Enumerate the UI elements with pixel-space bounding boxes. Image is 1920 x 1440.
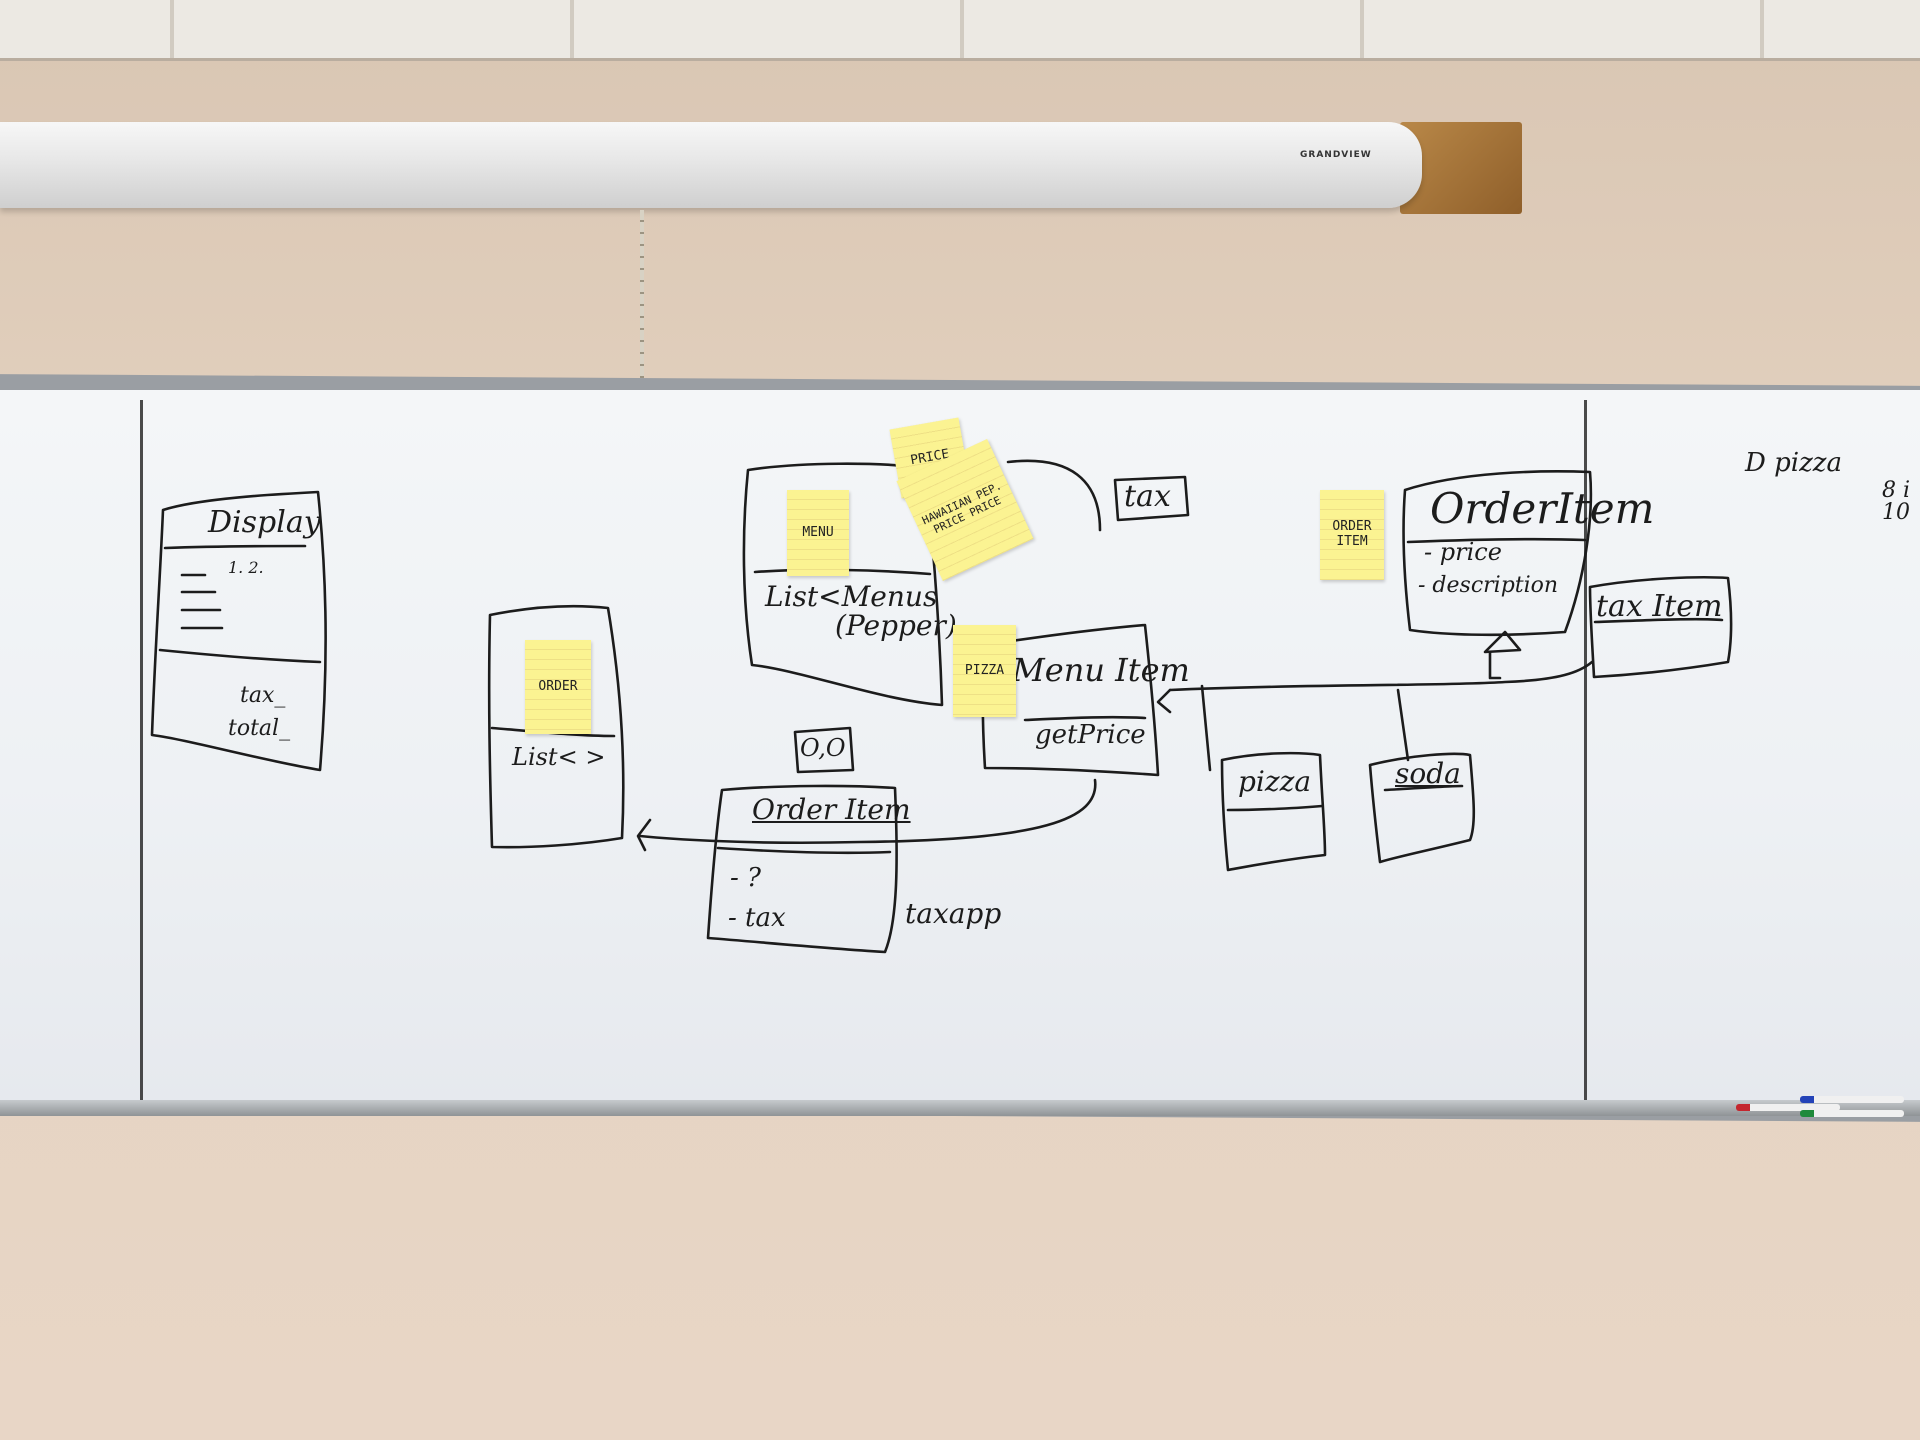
display-title: Display	[208, 505, 321, 540]
pizza-divider	[1226, 804, 1324, 812]
menu-list-label-cont: (Pepper)	[835, 609, 957, 642]
order-association-line	[638, 778, 1097, 845]
sticky-note-pizza[interactable]: PIZZA	[953, 625, 1016, 717]
display-header-line	[163, 544, 307, 550]
menu-list-label: List<Menus	[765, 580, 938, 613]
projector-brand-label: GRANDVIEW	[1300, 150, 1372, 160]
blue-marker[interactable]	[1800, 1096, 1904, 1103]
tax-item-title: tax Item	[1596, 589, 1723, 624]
display-tax-label: tax_	[240, 683, 286, 708]
marker-tray	[0, 1100, 1920, 1116]
order-item-right-field-2: - description	[1418, 573, 1559, 598]
corner-note: D pizza	[1745, 448, 1842, 478]
ceiling-tile-seam	[1760, 0, 1764, 58]
menu-item-box	[981, 623, 1160, 777]
ceiling-tile-seam	[1360, 0, 1364, 58]
menu-item-title: Menu Item	[1012, 651, 1190, 689]
order-item-center-title: Order Item	[752, 793, 911, 826]
oo-box	[793, 726, 855, 774]
green-marker[interactable]	[1800, 1110, 1904, 1117]
edge-note: 8 i 10	[1882, 478, 1911, 525]
sticky-note-order-text: ORDER	[538, 678, 578, 694]
ceiling-tile-seam	[170, 0, 174, 58]
menu-box	[742, 462, 944, 707]
soda-box	[1368, 752, 1476, 864]
order-item-right-title: OrderItem	[1430, 484, 1655, 533]
order-item-right-field-1: - price	[1424, 538, 1502, 566]
inheritance-arrow-to-menu-item	[1156, 688, 1172, 714]
bus-drop-soda	[1396, 688, 1410, 762]
sticky-note-order-item-text: ORDER ITEM	[1332, 519, 1372, 549]
inheritance-bus-line	[1168, 660, 1594, 692]
sticky-note-hawaiian-price-text: HAWAIIAN PEP. PRICE PRICE	[920, 479, 1004, 537]
order-item-center-box	[706, 784, 898, 954]
order-item-center-field-2: - tax	[728, 903, 786, 933]
soda-box-label: soda	[1395, 757, 1461, 790]
order-list-label: List< >	[512, 743, 606, 771]
tax-box-label: tax	[1124, 479, 1171, 514]
tax-item-box	[1588, 575, 1733, 679]
ceiling	[0, 0, 1920, 61]
red-marker[interactable]	[1736, 1104, 1840, 1111]
inheritance-stem	[1488, 650, 1502, 680]
order-association-arrowhead	[636, 818, 652, 852]
bus-drop-pizza	[1200, 684, 1212, 772]
display-box	[150, 490, 327, 772]
menu-item-divider-line	[1023, 715, 1147, 722]
sticky-note-menu[interactable]: MENU	[787, 490, 849, 576]
tax-link-arc	[1006, 459, 1102, 532]
display-total-label: total_	[228, 716, 291, 741]
board-panel-divider	[1584, 400, 1587, 1100]
pizza-box	[1220, 751, 1327, 872]
order-item-center-field-1: - ?	[730, 863, 761, 893]
order-item-right-divider	[1406, 537, 1587, 544]
projector-screen-case	[0, 122, 1422, 208]
order-box	[487, 604, 625, 849]
display-divider-line	[158, 648, 322, 664]
display-list-items: 1. 2.	[228, 558, 264, 577]
tax-item-divider	[1593, 617, 1724, 624]
board-panel-divider	[140, 400, 143, 1100]
display-list-line	[180, 573, 224, 630]
ceiling-tile-seam	[570, 0, 574, 58]
ceiling-tile-seam	[960, 0, 964, 58]
oo-label: O,O	[800, 734, 846, 762]
order-item-right-box	[1402, 470, 1593, 637]
sticky-note-menu-text: MENU	[802, 524, 834, 540]
inheritance-triangle	[1483, 630, 1522, 654]
soda-divider	[1383, 784, 1464, 792]
pizza-box-label: pizza	[1238, 765, 1312, 798]
sticky-note-order-item[interactable]: ORDER ITEM	[1320, 490, 1384, 580]
tax-box	[1113, 475, 1190, 522]
sticky-note-pizza-text: PIZZA	[964, 662, 1005, 678]
taxapp-note: taxapp	[905, 897, 1002, 930]
menu-item-method: getPrice	[1035, 720, 1146, 750]
order-item-center-divider	[716, 846, 892, 855]
sticky-note-order[interactable]: ORDER	[525, 640, 591, 734]
